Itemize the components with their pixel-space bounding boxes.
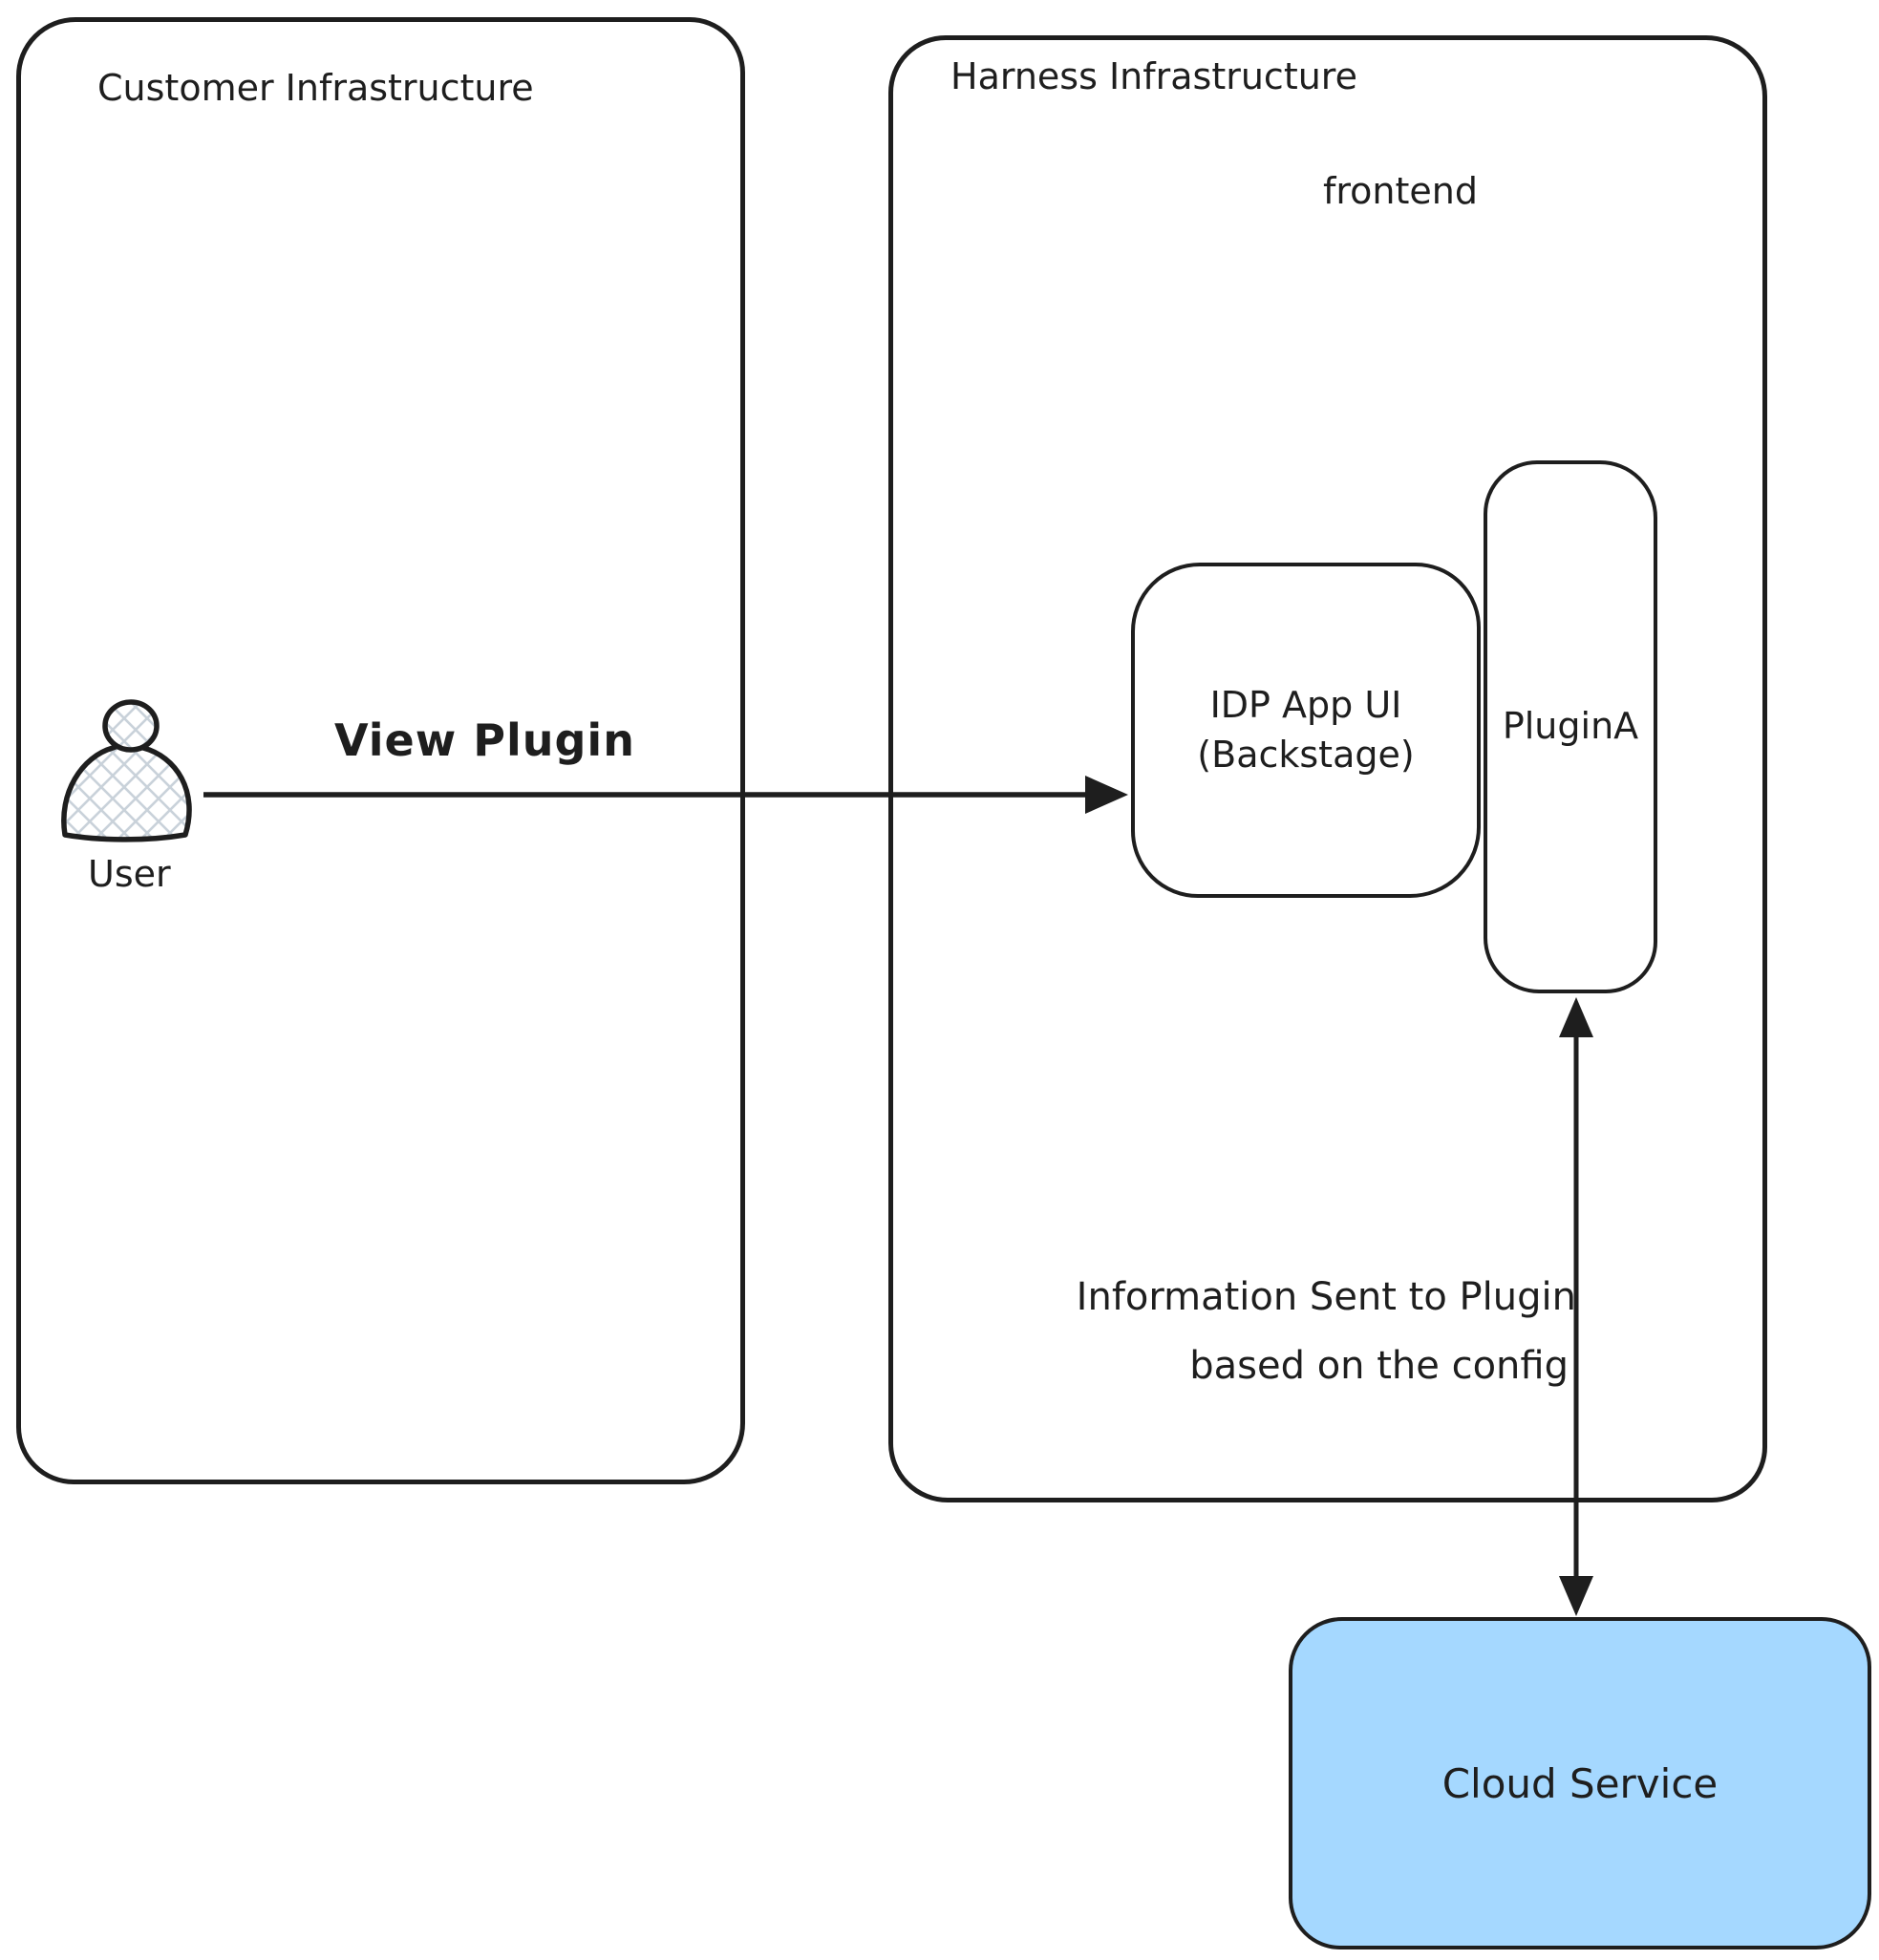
view-plugin-label: View Plugin bbox=[334, 714, 635, 766]
harness-infrastructure-box bbox=[888, 35, 1767, 1502]
idp-app-label-line2: (Backstage) bbox=[1197, 733, 1415, 776]
plugin-a-label: PluginA bbox=[1502, 705, 1639, 748]
info-sent-label-line1: Information Sent to Plugin bbox=[1076, 1275, 1576, 1319]
cloud-service-label: Cloud Service bbox=[1441, 1759, 1719, 1807]
plugin-a-box: PluginA bbox=[1484, 460, 1657, 993]
frontend-label: frontend bbox=[1323, 170, 1478, 212]
cloud-service-box: Cloud Service bbox=[1289, 1617, 1871, 1949]
idp-app-box: IDP App UI (Backstage) bbox=[1131, 563, 1481, 898]
idp-app-label-line1: IDP App UI bbox=[1209, 684, 1402, 727]
idp-app-label: IDP App UI (Backstage) bbox=[1197, 681, 1414, 779]
customer-infrastructure-title: Customer Infrastructure bbox=[97, 67, 534, 109]
info-sent-label-line2: based on the config bbox=[1189, 1344, 1569, 1388]
harness-infrastructure-title: Harness Infrastructure bbox=[950, 55, 1357, 97]
customer-infrastructure-box bbox=[16, 17, 745, 1484]
user-label: User bbox=[88, 853, 171, 895]
info-sent-label: Information Sent to Plugin based on the … bbox=[955, 1263, 1576, 1400]
